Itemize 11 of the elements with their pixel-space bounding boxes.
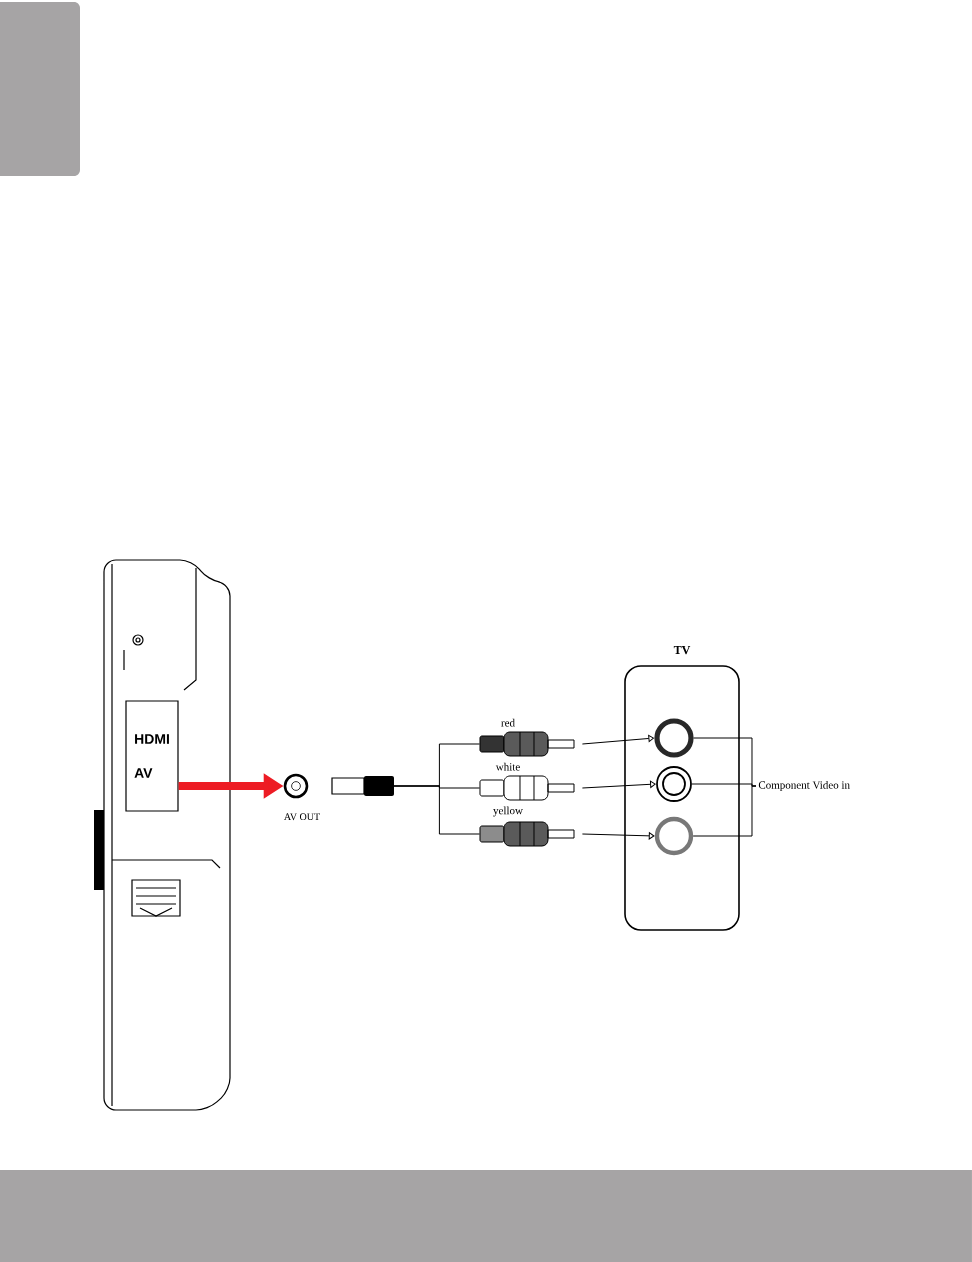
input-jack — [654, 816, 694, 856]
input-jack — [656, 766, 692, 802]
arrow — [581, 832, 655, 840]
bracket-line — [692, 785, 757, 837]
bracket-line — [693, 737, 757, 787]
arrow — [581, 780, 656, 789]
input-jack — [654, 718, 694, 758]
arrow — [581, 734, 654, 745]
cable — [392, 785, 481, 835]
bracket-line — [691, 783, 757, 787]
plug-drawing — [331, 776, 394, 796]
